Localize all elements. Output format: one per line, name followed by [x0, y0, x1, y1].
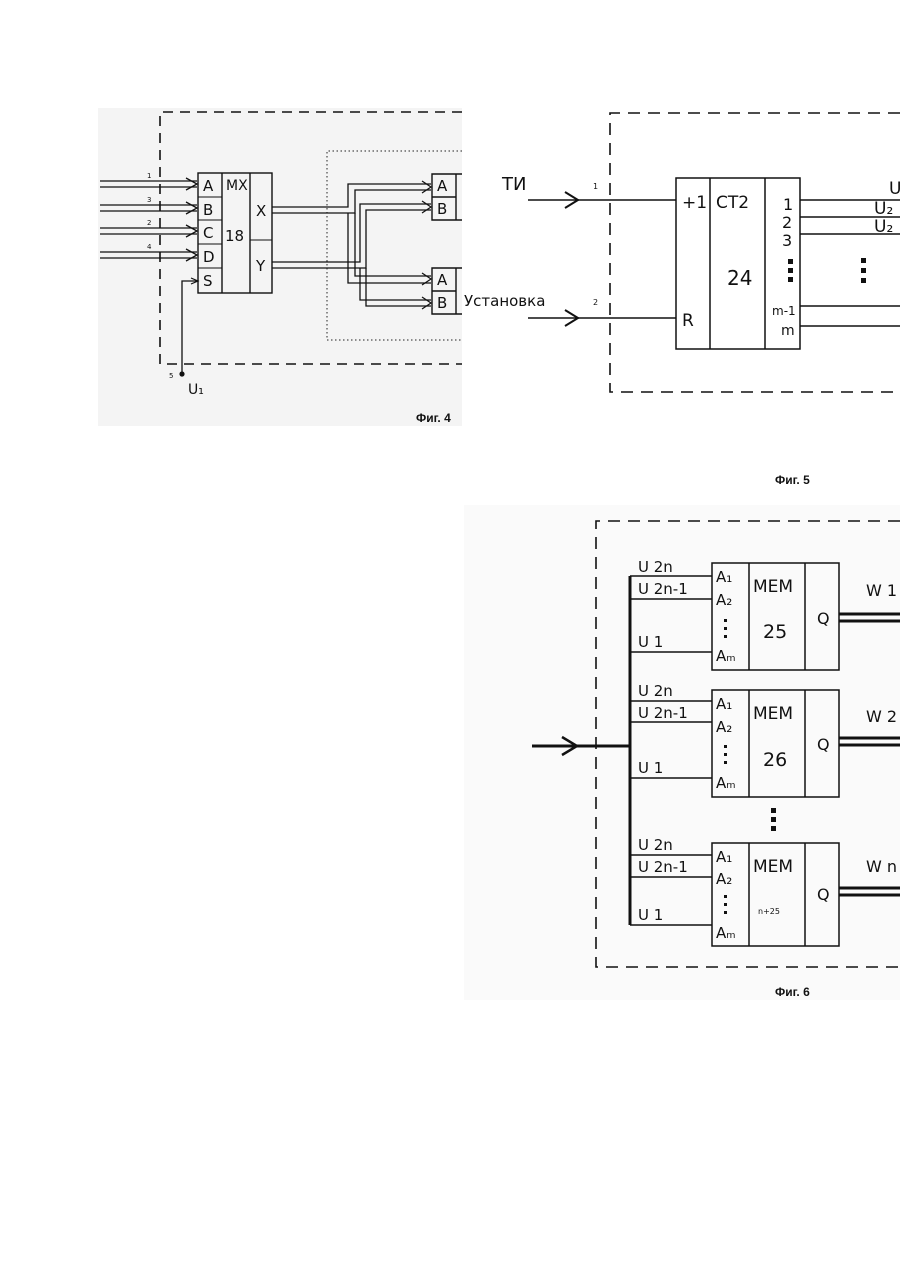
- fig5-reset-input: R: [682, 311, 694, 331]
- fig5-increment-input: +1: [682, 193, 707, 213]
- fig5-line-number-2: 2: [593, 298, 598, 307]
- fig4-set-label: Установка: [464, 292, 545, 310]
- fig6-block2-number: 26: [763, 749, 787, 771]
- fig4-line-number-3: 3: [147, 196, 151, 204]
- fig6-block3-output: Q: [817, 885, 830, 904]
- fig4-mux-input-d: D: [203, 248, 215, 266]
- fig6-caption: Фиг. 6: [775, 985, 810, 999]
- fig6-bus-label-u1-b2: U 1: [638, 759, 663, 777]
- fig4-mux-input-a: A: [203, 177, 214, 195]
- fig4-mux-input-b: B: [203, 201, 213, 219]
- fig6-bus-label-u2n-3: U 2n: [638, 836, 673, 854]
- fig6-block1-number: 25: [763, 621, 787, 643]
- fig6-block1-addr-a2: A₂: [716, 591, 732, 609]
- fig6-block2-w: W 2: [866, 707, 897, 726]
- fig5-output-2: 2: [782, 213, 792, 232]
- fig4-mux-input-c: C: [203, 224, 213, 242]
- fig4-mux-input-s: S: [203, 272, 213, 290]
- fig5-output-m: m: [781, 323, 795, 339]
- fig4-mux-number: 18: [225, 227, 244, 245]
- fig4-power-label: U₁: [188, 382, 204, 398]
- fig6-block2-addr-a2: A₂: [716, 718, 732, 736]
- fig4-output-block-input-b-2: B: [437, 294, 447, 312]
- fig6-bus-label-u2n-1: U 2n: [638, 558, 673, 576]
- fig5-dashed-boundary: [610, 113, 900, 392]
- fig4-line-number-2: 2: [147, 219, 151, 227]
- fig5-output-3: 3: [782, 231, 792, 250]
- fig5-output-label-3: U₂: [874, 217, 893, 237]
- fig4-output-block-input-a: A: [437, 177, 448, 195]
- fig4-line-number-4: 4: [147, 243, 152, 251]
- fig5-caption: Фиг. 5: [775, 473, 810, 487]
- fig4-line-number-1: 1: [147, 172, 151, 180]
- fig6-bus-label-u2n-2: U 2n: [638, 682, 673, 700]
- fig4-line-number-5: 5: [169, 372, 173, 380]
- fig6-vertical-dots: [771, 808, 776, 831]
- fig5-counter-title: CT2: [716, 193, 749, 213]
- fig6-bus-label-u1-b3: U 1: [638, 906, 663, 924]
- fig4-output-block-input-a-2: A: [437, 271, 448, 289]
- fig6-block3-title: MEM: [753, 857, 793, 877]
- fig4-mux-title: MX: [226, 178, 248, 194]
- fig6-block1-title: MEM: [753, 577, 793, 597]
- figure-6: U 2n U 2n-1 U 1 U 2n U 2n-1 U 1 U 2n U 2…: [464, 505, 900, 1000]
- fig4-output-block-input-b: B: [437, 200, 447, 218]
- fig6-block3-w: W n: [866, 857, 897, 876]
- fig4-mux-output-x: X: [256, 202, 266, 220]
- fig5-output-m-1: m-1: [772, 304, 796, 318]
- fig4-background: [98, 108, 462, 426]
- fig4-mux-output-y: Y: [255, 257, 266, 275]
- fig5-counter-number: 24: [727, 266, 752, 290]
- fig4-caption: Фиг. 4: [416, 411, 451, 425]
- fig5-line-number-1: 1: [593, 182, 598, 191]
- fig6-block1-output: Q: [817, 609, 830, 628]
- fig6-block1-w: W 1: [866, 581, 897, 600]
- fig6-bus-label-u2n-1-b1: U 2n-1: [638, 580, 688, 598]
- fig5-far-dots: [861, 258, 866, 283]
- fig6-bus-label-u2n-1-b3: U 2n-1: [638, 858, 688, 876]
- fig6-block2-output: Q: [817, 735, 830, 754]
- fig6-block2-title: MEM: [753, 704, 793, 724]
- fig5-input-lines: [528, 192, 676, 326]
- figure-4: 1 3 2 4 5 U₁ A B C D S MX 18 X Y: [98, 108, 545, 426]
- fig5-clock-label: ТИ: [501, 174, 526, 195]
- fig6-block3-number: n+25: [758, 907, 780, 916]
- fig6-block1-addr-am: Aₘ: [716, 647, 736, 665]
- fig5-output-dots: [788, 259, 793, 282]
- fig5-output-label-1: U: [889, 179, 900, 199]
- fig6-block3-addr-am: Aₘ: [716, 924, 736, 942]
- fig6-bus-label-u1-b1: U 1: [638, 633, 663, 651]
- fig6-block2-addr-am: Aₘ: [716, 774, 736, 792]
- figure-5: ТИ 1 2 +1 R CT2 24 1 2 3 m-1 m: [501, 113, 900, 487]
- fig6-block3-addr-a1: A₁: [716, 848, 732, 866]
- fig6-block2-addr-a1: A₁: [716, 695, 732, 713]
- fig6-block1-addr-a1: A₁: [716, 568, 732, 586]
- fig5-output-1: 1: [783, 195, 793, 214]
- fig6-bus-label-u2n-1-b2: U 2n-1: [638, 704, 688, 722]
- fig5-output-label-2: U₂: [874, 199, 893, 219]
- fig6-block3-addr-a2: A₂: [716, 870, 732, 888]
